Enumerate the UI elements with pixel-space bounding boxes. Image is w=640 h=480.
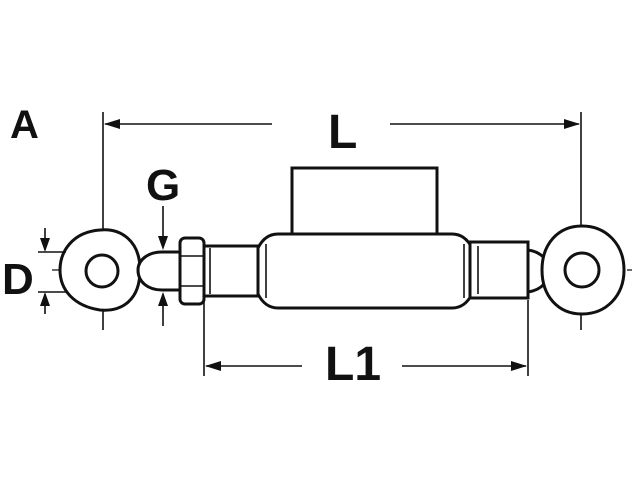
left-rod <box>202 244 262 298</box>
body-top-block <box>290 166 439 236</box>
left-nut <box>178 236 206 306</box>
right-rod <box>468 240 530 300</box>
dimension-g <box>158 206 168 326</box>
left-eye <box>58 228 142 312</box>
dimension-d <box>38 228 66 314</box>
dimension-l <box>104 119 580 129</box>
main-body <box>256 232 474 310</box>
view-label: A <box>10 103 39 147</box>
eye-diameter-label: D <box>2 255 34 304</box>
right-eye <box>540 224 626 316</box>
body-length-label: L1 <box>325 338 381 391</box>
thread-label: G <box>146 161 180 210</box>
dimension-l1 <box>203 300 529 376</box>
overall-length-label: L <box>328 106 357 159</box>
left-ball <box>136 250 182 292</box>
